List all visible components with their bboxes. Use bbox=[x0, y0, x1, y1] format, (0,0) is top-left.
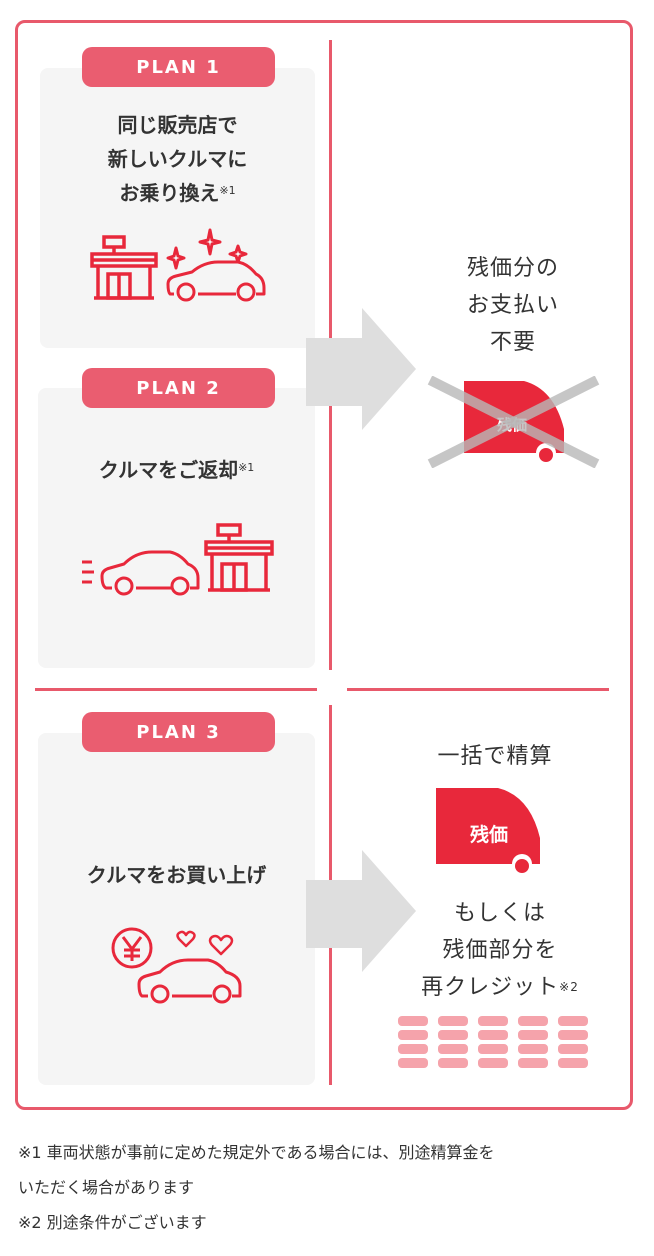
truck-bottom: 残価 bbox=[436, 788, 542, 874]
car-moving-icon bbox=[82, 550, 200, 596]
plan1-title-line: 新しいクルマに bbox=[107, 147, 248, 171]
coin-stack-icon bbox=[396, 1014, 430, 1070]
plan3-panel bbox=[38, 733, 315, 1085]
plan2-panel bbox=[38, 388, 315, 668]
divider-horizontal-right bbox=[347, 688, 609, 691]
car-icon bbox=[137, 958, 242, 1004]
truck-label: 残価 bbox=[469, 824, 508, 846]
divider-horizontal-left bbox=[35, 688, 317, 691]
plan2-title: クルマをご返却※1 bbox=[38, 453, 315, 487]
plan2-badge: PLAN 2 bbox=[82, 368, 275, 408]
plan1-title-line: お乗り換え bbox=[119, 181, 220, 205]
outcome-top-line: 不要 bbox=[489, 330, 536, 355]
car-sparkle-icon bbox=[166, 228, 266, 302]
plan3-title: クルマをお買い上げ bbox=[38, 858, 315, 892]
coin-stack-icon bbox=[556, 1014, 590, 1070]
outcome-bottom-text: もしくは 残価部分を 再クレジット※2 bbox=[400, 895, 600, 1006]
shop-icon bbox=[90, 235, 158, 300]
footnote: いただく場合があります bbox=[18, 1178, 195, 1197]
footnote: ※1 車両状態が事前に定めた規定外である場合には、別途精算金を bbox=[18, 1143, 495, 1162]
coin-stacks bbox=[396, 1013, 592, 1073]
plan3-title-line: クルマをお買い上げ bbox=[86, 863, 267, 887]
outcome-bottom-heading: 一括で精算 bbox=[437, 744, 553, 769]
coin-stack-icon bbox=[516, 1014, 550, 1070]
shop-icon bbox=[204, 523, 274, 592]
outcome-bottom-line: もしくは bbox=[453, 901, 546, 926]
plan1-title: 同じ販売店で 新しいクルマに お乗り換え※1 bbox=[40, 108, 315, 210]
plan3-badge: PLAN 3 bbox=[82, 712, 275, 752]
plan1-panel bbox=[40, 68, 315, 348]
plans-frame bbox=[15, 20, 633, 1110]
truck-icon bbox=[436, 788, 540, 873]
outcome-bottom-line: 残価部分を bbox=[442, 938, 558, 963]
outcome-top-line: 残価分の bbox=[466, 256, 559, 281]
arrow-right-icon bbox=[306, 308, 416, 430]
outcome-top-text: 残価分の お支払い 不要 bbox=[418, 250, 608, 361]
plan2-ref: ※1 bbox=[238, 461, 255, 474]
yen-coin-icon bbox=[111, 927, 153, 969]
outcome-bottom-line: 再クレジット bbox=[421, 975, 560, 1000]
plan1-badge: PLAN 1 bbox=[82, 47, 275, 87]
truck-crossed: 残価 bbox=[426, 376, 601, 468]
heart-icon bbox=[208, 934, 234, 956]
coin-stack-icon bbox=[436, 1014, 470, 1070]
coin-stack-icon bbox=[476, 1014, 510, 1070]
plan2-title-line: クルマをご返却 bbox=[98, 458, 239, 482]
outcome-ref: ※2 bbox=[559, 980, 579, 994]
outcome-top-line: お支払い bbox=[466, 293, 559, 318]
plan1-title-line: 同じ販売店で bbox=[117, 113, 238, 137]
arrow-right-icon bbox=[306, 850, 416, 972]
heart-icon bbox=[176, 930, 196, 948]
cross-icon bbox=[427, 376, 600, 468]
plan1-ref: ※1 bbox=[219, 184, 236, 197]
footnote: ※2 別途条件がございます bbox=[18, 1213, 207, 1232]
